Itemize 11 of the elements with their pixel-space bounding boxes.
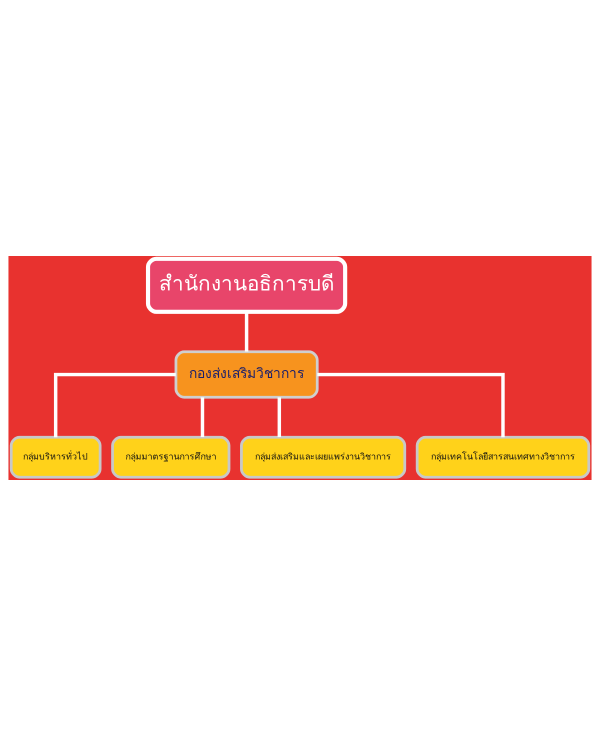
connector [200, 396, 204, 437]
node-box: กลุ่มส่งเสริมและเผยแพร่งานวิชาการ [240, 435, 406, 478]
node-box: กองส่งเสริมวิชาการ [174, 350, 319, 398]
connector [278, 396, 282, 437]
node-box: กลุ่มมาตรฐานการศึกษา [111, 435, 230, 478]
connector [317, 372, 505, 437]
node-box: กลุ่มบริหารทั่วไป [10, 435, 102, 478]
node-box: กลุ่มเทคโนโลยีสารสนเทศทางวิชาการ [416, 435, 590, 478]
node-box: สำนักงานอธิการบดี [146, 256, 348, 314]
connector [54, 372, 176, 437]
connector [244, 311, 248, 352]
